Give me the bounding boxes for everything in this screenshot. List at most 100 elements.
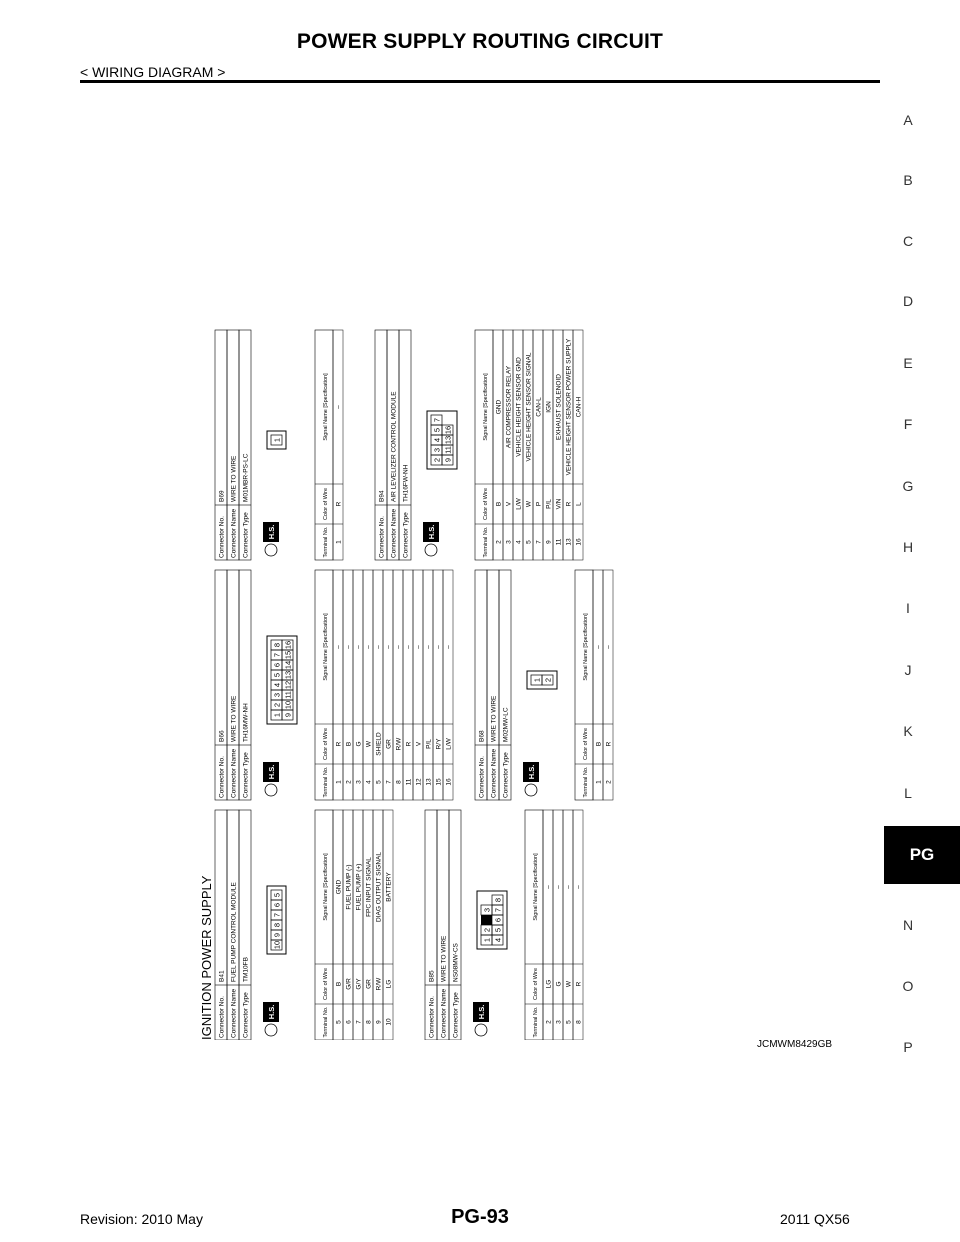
terminal-no: 16 — [446, 778, 453, 786]
signal-name: – — [576, 885, 583, 889]
signal-name: – — [396, 645, 403, 649]
pin-number: 4 — [494, 938, 503, 942]
terminal-no: 2 — [496, 540, 503, 544]
terminal-no: 8 — [366, 1020, 373, 1024]
terminal-no: 1 — [336, 540, 343, 544]
info-label: Connector Name — [391, 508, 398, 558]
terminal-header — [474, 329, 494, 561]
wire-color: B — [336, 982, 343, 986]
terminal-row — [332, 569, 344, 801]
info-value: FUEL PUMP CONTROL MODULE — [231, 882, 238, 982]
info-value: TH16FW-NH — [403, 464, 410, 502]
figure-code: JCMWM8429GB — [757, 1039, 833, 1050]
signal-name: – — [596, 645, 603, 649]
signal-name: – — [436, 645, 443, 649]
terminal-no: 1 — [596, 780, 603, 784]
wire-color: GR — [366, 979, 373, 989]
wire-color: V — [506, 501, 513, 506]
info-value: M02MW-LC — [503, 707, 510, 742]
pin-cell — [491, 894, 504, 906]
signal-name: – — [386, 645, 393, 649]
terminal-row — [412, 569, 424, 801]
pin-cell — [430, 414, 443, 426]
hs-badge — [263, 522, 279, 542]
signal-name: GND — [496, 399, 503, 414]
wire-color: R — [566, 501, 573, 506]
info-label: Connector No. — [429, 996, 436, 1038]
terminal-no: 11 — [556, 538, 563, 545]
wire-color: R/W — [396, 737, 403, 751]
connector-face — [266, 430, 287, 450]
footer-revision: Revision: 2010 May — [80, 1211, 203, 1227]
info-label: Connector Name — [491, 748, 498, 798]
terminal-row — [372, 569, 384, 801]
terminal-no: 5 — [376, 780, 383, 784]
signal-name: – — [606, 645, 613, 649]
terminal-no: 8 — [396, 780, 403, 784]
terminal-row — [572, 329, 584, 561]
info-label: Connector Type — [243, 752, 250, 798]
signal-name: EXHAUST SOLENOID — [556, 374, 563, 440]
section-letter: H — [902, 539, 914, 555]
terminal-row — [382, 809, 394, 1040]
hs-badge — [423, 522, 439, 542]
wire-color: R/Y — [436, 738, 443, 750]
terminal-no: 1 — [336, 780, 343, 784]
pin-number: 2 — [483, 928, 492, 932]
pin-number: 2 — [273, 703, 282, 707]
hs-symbol-icon — [424, 543, 438, 557]
terminal-no: 8 — [576, 1020, 583, 1024]
pin-number: 10 — [284, 701, 293, 709]
pin-cell — [270, 434, 283, 446]
col-header-color: Color of Wire — [533, 968, 539, 1000]
info-value: B85 — [429, 970, 436, 982]
pin-number: 9 — [273, 933, 282, 937]
info-value: WIRE TO WIRE — [231, 695, 238, 742]
wire-color: G — [356, 741, 363, 746]
signal-name: – — [336, 645, 343, 649]
wire-color: B — [496, 502, 503, 506]
pin-cell — [281, 639, 294, 651]
signal-name: FUEL PUMP (-) — [346, 864, 353, 909]
terminal-no: 7 — [386, 780, 393, 784]
hs-label: H.S. — [527, 765, 536, 780]
terminal-row — [372, 809, 384, 1040]
wire-color: L/W — [446, 737, 453, 749]
pin-number: 13 — [284, 671, 293, 679]
terminal-row — [362, 809, 374, 1040]
terminal-no: 7 — [536, 540, 543, 544]
pin-number: 7 — [433, 418, 442, 422]
section-letter: N — [902, 917, 914, 933]
pin-number: 5 — [273, 893, 282, 897]
info-label: Connector No. — [219, 516, 226, 558]
terminal-no: 15 — [436, 778, 443, 786]
section-letter: C — [902, 233, 914, 249]
wire-color: LG — [546, 980, 553, 989]
signal-name: AIR COMPRESSOR RELAY — [506, 365, 513, 448]
hs-label: H.S. — [267, 765, 276, 780]
info-value: B94 — [379, 490, 386, 502]
wire-color: SHIELD — [376, 732, 383, 756]
wire-color: R/W — [376, 977, 383, 991]
signal-name: – — [356, 645, 363, 649]
pin-number: 2 — [544, 678, 553, 682]
terminal-row — [332, 329, 344, 561]
info-value: TM10FB — [243, 957, 250, 982]
info-label: Connector Name — [231, 988, 238, 1038]
signal-name: – — [346, 645, 353, 649]
col-header-terminal: Terminal No. — [483, 526, 489, 557]
pin-number: 9 — [444, 458, 453, 462]
terminal-row — [592, 569, 604, 801]
terminal-row — [402, 569, 414, 801]
section-letter: L — [904, 785, 912, 801]
info-label: Connector No. — [479, 756, 486, 798]
signal-name: CAN-L — [536, 397, 543, 417]
col-header-color: Color of Wire — [323, 968, 329, 1000]
section-letter: B — [903, 172, 913, 188]
hs-label: H.S. — [267, 1005, 276, 1020]
info-value: WIRE TO WIRE — [491, 695, 498, 742]
info-label: Connector No. — [219, 996, 226, 1038]
col-header-signal: Signal Name [Specification] — [323, 853, 329, 921]
